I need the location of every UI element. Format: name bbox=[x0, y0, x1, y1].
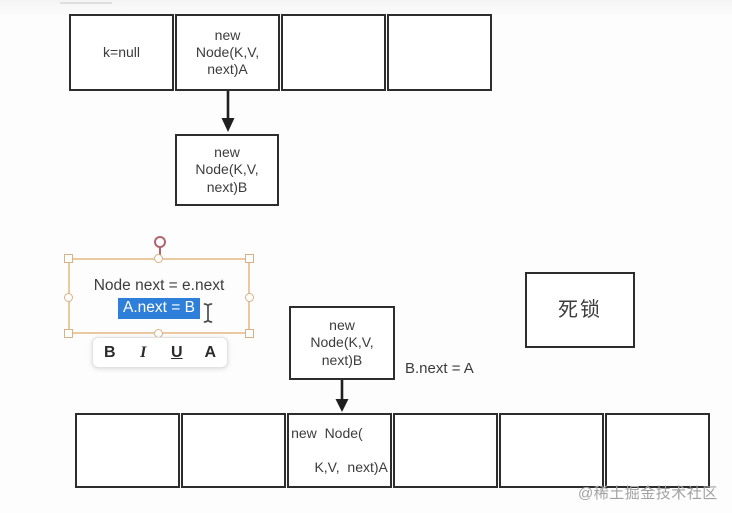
resize-handle-bottom-left[interactable] bbox=[64, 329, 73, 338]
editor-line-2-selected-text[interactable]: A.next = B bbox=[118, 297, 200, 320]
top-cell-3[interactable] bbox=[281, 14, 386, 91]
cell-text: new Node( K,V, next)A bbox=[291, 424, 388, 476]
resize-handle-middle-right[interactable] bbox=[245, 293, 254, 302]
text-cursor-icon bbox=[203, 303, 213, 323]
arrow-down-2[interactable] bbox=[334, 380, 350, 413]
deadlock-label: 死锁 bbox=[558, 298, 602, 321]
italic-button[interactable]: I bbox=[131, 340, 155, 366]
resize-handle-middle-left[interactable] bbox=[64, 293, 73, 302]
top-bucket-array: k=null new Node(K,V, next)A bbox=[69, 14, 492, 91]
underline-button[interactable]: U bbox=[165, 340, 189, 366]
node-box-text: new Node(K,V, next)B bbox=[310, 317, 374, 368]
bottom-bucket-array: new Node( K,V, next)A bbox=[75, 413, 710, 488]
bold-button[interactable]: B bbox=[98, 340, 122, 366]
bottom-cell-1[interactable] bbox=[75, 413, 180, 488]
rotation-handle-icon[interactable] bbox=[154, 236, 166, 248]
watermark: @稀土掘金技术社区 bbox=[578, 485, 718, 502]
cropped-shape-remnant bbox=[60, 2, 112, 4]
bottom-cell-5[interactable] bbox=[499, 413, 604, 488]
format-toolbar: B I U A bbox=[92, 337, 228, 368]
bottom-cell-6[interactable] bbox=[605, 413, 710, 488]
deadlock-box[interactable]: 死锁 bbox=[525, 272, 635, 348]
node-box-b-middle[interactable]: new Node(K,V, next)B bbox=[289, 306, 395, 380]
editor-text-area[interactable]: Node next = e.next A.next = B bbox=[70, 260, 248, 332]
cell-text: new Node(K,V, next)A bbox=[195, 26, 260, 78]
bottom-cell-4[interactable] bbox=[393, 413, 498, 488]
arrow-down-1[interactable] bbox=[220, 91, 236, 133]
bottom-cell-2[interactable] bbox=[181, 413, 286, 488]
editor-line-1: Node next = e.next bbox=[93, 276, 225, 294]
top-cell-1[interactable]: k=null bbox=[69, 14, 174, 91]
top-cell-4[interactable] bbox=[387, 14, 492, 91]
text-editor-selection[interactable]: Node next = e.next A.next = B bbox=[64, 236, 254, 338]
node-box-b-upper[interactable]: new Node(K,V, next)B bbox=[175, 134, 279, 206]
resize-handle-top-left[interactable] bbox=[64, 254, 73, 263]
cell-text: k=null bbox=[103, 43, 140, 60]
node-box-text: new Node(K,V, next)B bbox=[195, 144, 259, 195]
rotation-handle-stem bbox=[159, 247, 161, 260]
resize-handle-top-right[interactable] bbox=[245, 254, 254, 263]
resize-handle-bottom-right[interactable] bbox=[245, 329, 254, 338]
b-next-annotation[interactable]: B.next = A bbox=[405, 360, 474, 377]
font-style-button[interactable]: A bbox=[198, 340, 222, 366]
top-cell-2[interactable]: new Node(K,V, next)A bbox=[175, 14, 280, 91]
bottom-cell-3[interactable]: new Node( K,V, next)A bbox=[287, 413, 392, 488]
resize-handle-top-center[interactable] bbox=[154, 254, 163, 263]
